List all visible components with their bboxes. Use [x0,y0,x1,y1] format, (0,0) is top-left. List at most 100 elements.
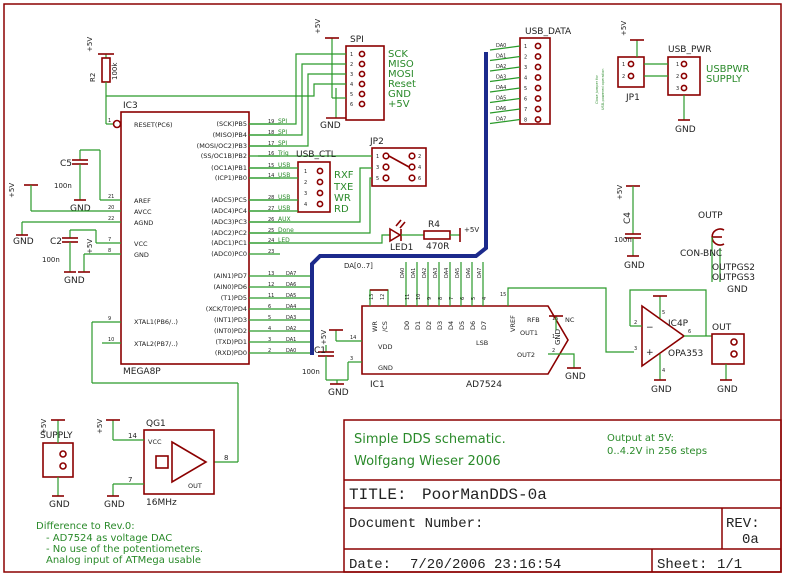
usb-data-pin-number: 7 [524,107,527,113]
c1-gnd: GND [328,388,349,398]
dac-pin-vref: VREF [509,315,517,332]
ic3-pin-avcc: AVCC [134,208,152,216]
usb-data-wire [489,87,521,93]
out-connector: OUT GND [711,323,745,395]
usb-pwr-header: USB_PWR 1 2 3 USBPWR SUPPLY GND [667,45,749,135]
usbctl-wr: WR [334,193,351,204]
c2-value: 100n [42,256,60,264]
outpgs2-label: OUTPGS2 [712,263,755,273]
dac-pin-wr: WR [371,321,379,332]
svg-text:1: 1 [376,154,379,160]
ic3-right-pin-number: 25 [268,228,274,234]
svg-text:14: 14 [128,432,137,440]
usb-data-wire [489,55,521,62]
ic3-right-pin-label: (ADC4)PC4 [211,207,247,215]
revision-notes: Difference to Rev.0: - AD7524 as voltage… [36,521,203,566]
usbctl-txe: TXE [333,182,353,193]
dac-data-pin-number: 10 [416,294,422,300]
ic3-right-pin-label: (SS/OC1B)PB2 [201,152,247,160]
dac-data-pin-label: D1 [414,321,422,330]
ic3-net-label: DA0 [286,348,296,354]
ic4-label: IC4P [668,319,689,329]
svg-text:4: 4 [418,165,421,171]
dac-net-label: DA5 [455,268,461,278]
ic3-net-label: DA1 [286,337,296,343]
ic3-pin-xtal1: XTAL1(PB6/..) [134,318,178,326]
c5-value: 100n [54,182,72,190]
con-bnc-label: CON-BNC [680,249,722,259]
c1-label: C1 [314,346,326,356]
ic3-value: MEGA8P [123,367,161,377]
c5-label: C5 [60,159,72,169]
ic1-value: AD7524 [466,380,502,390]
spi-signal-label: +5V [388,99,410,110]
dac-data-pin-number: 4 [482,297,488,300]
r4-value: 470R [426,242,449,252]
dac-pin-number: 14 [350,335,356,341]
svg-text:3: 3 [676,86,679,92]
ic3-right-pin-label: (ADC1)PC1 [211,239,247,247]
jumper-note-1: Close jumper for [595,74,599,104]
ic3-net-label: DA4 [286,304,296,310]
dac-pin-rfb: RFB [527,316,540,324]
usb-data-net-label: DA2 [496,64,506,70]
ic3-right-pin-number: 11 [268,293,274,299]
spi-signal-label: MOSI [388,69,414,80]
usb-data-pin [534,42,542,50]
usb-data-pin-number: 4 [524,76,527,82]
diff-heading: Difference to Rev.0: [36,521,135,532]
usb-data-net-label: DA4 [496,85,506,91]
ic3-right-pin-label: (INT0)PD2 [214,327,247,335]
xtal-wiring [91,321,239,463]
docnum-label: Document Number: [349,516,483,532]
usb-data-wire [489,76,521,83]
qg1-gnd: GND [104,500,125,510]
spi-pin [358,100,366,108]
ic1-nc: NC [565,316,575,324]
ic3-net-label: USB [278,194,290,201]
ic3-net-label: DA3 [286,315,296,321]
ic1-pin-out2: OUT2 [517,351,535,359]
r4-supply: +5V [464,226,479,234]
ic3-right-pin-number: 17 [268,141,274,147]
svg-text:6: 6 [418,176,421,182]
c5-capacitor: C5 100n GND [54,149,121,214]
ic1-pin-vdd: VDD [378,343,392,351]
ic1-out2-gnd: GND [565,372,586,382]
ic3-label: IC3 [123,101,138,111]
svg-text:2: 2 [304,180,307,186]
c1-capacitor: C1 100n GND [302,345,349,398]
opamp-pin-5: 5 [662,310,665,316]
usb-data-pin-number: 6 [524,97,527,103]
ic3-net-label: USB [278,172,290,179]
output-note-line1: Output at 5V: [607,433,674,444]
ic3-right-pin-number: 3 [268,337,271,343]
opamp-pin-3: 3 [634,346,637,352]
diff-line2: - No use of the potentiometers. [46,544,203,555]
dac-net-label: DA4 [444,268,450,278]
usb-ctl-header: USB_CTL 1 2 3 4 RXF TXE WR RD [249,150,372,234]
qg1-oscillator: QG1 16MHz VCC OUT +5V GND 14 7 8 [96,419,228,510]
usb-data-pin-number: 1 [524,44,527,50]
usb-data-pin [534,116,542,123]
output-note-line2: 0..4.2V in 256 steps [607,446,707,457]
ic3-left-pin-number: 22 [108,216,114,222]
dac-data-pin-number: 9 [427,297,433,300]
ic3-net-label: SPI [278,140,287,147]
dac-pin-number: 1 [552,334,555,340]
ic3-right-pin-number: 12 [268,282,274,288]
ic3-right-pin-number: 26 [268,217,274,223]
ic3-right-pin-label: (MOSI/OC2)PB3 [197,142,247,150]
qg1-out: OUT [188,482,202,490]
svg-text:−: − [646,323,654,333]
ic4-opa353: IC4P OPA353 − + GND 2 3 6 4 5 [629,289,712,395]
spi-signal-label: GND [388,89,411,100]
usb-data-pin [534,74,542,81]
ic3-pin-xtal2: XTAL2(PB7/..) [134,340,178,348]
ic3-net-label: USB [278,205,290,212]
svg-text:1: 1 [304,169,307,175]
svg-text:+: + [646,348,654,358]
dac-data-pin-number: 5 [471,297,477,300]
